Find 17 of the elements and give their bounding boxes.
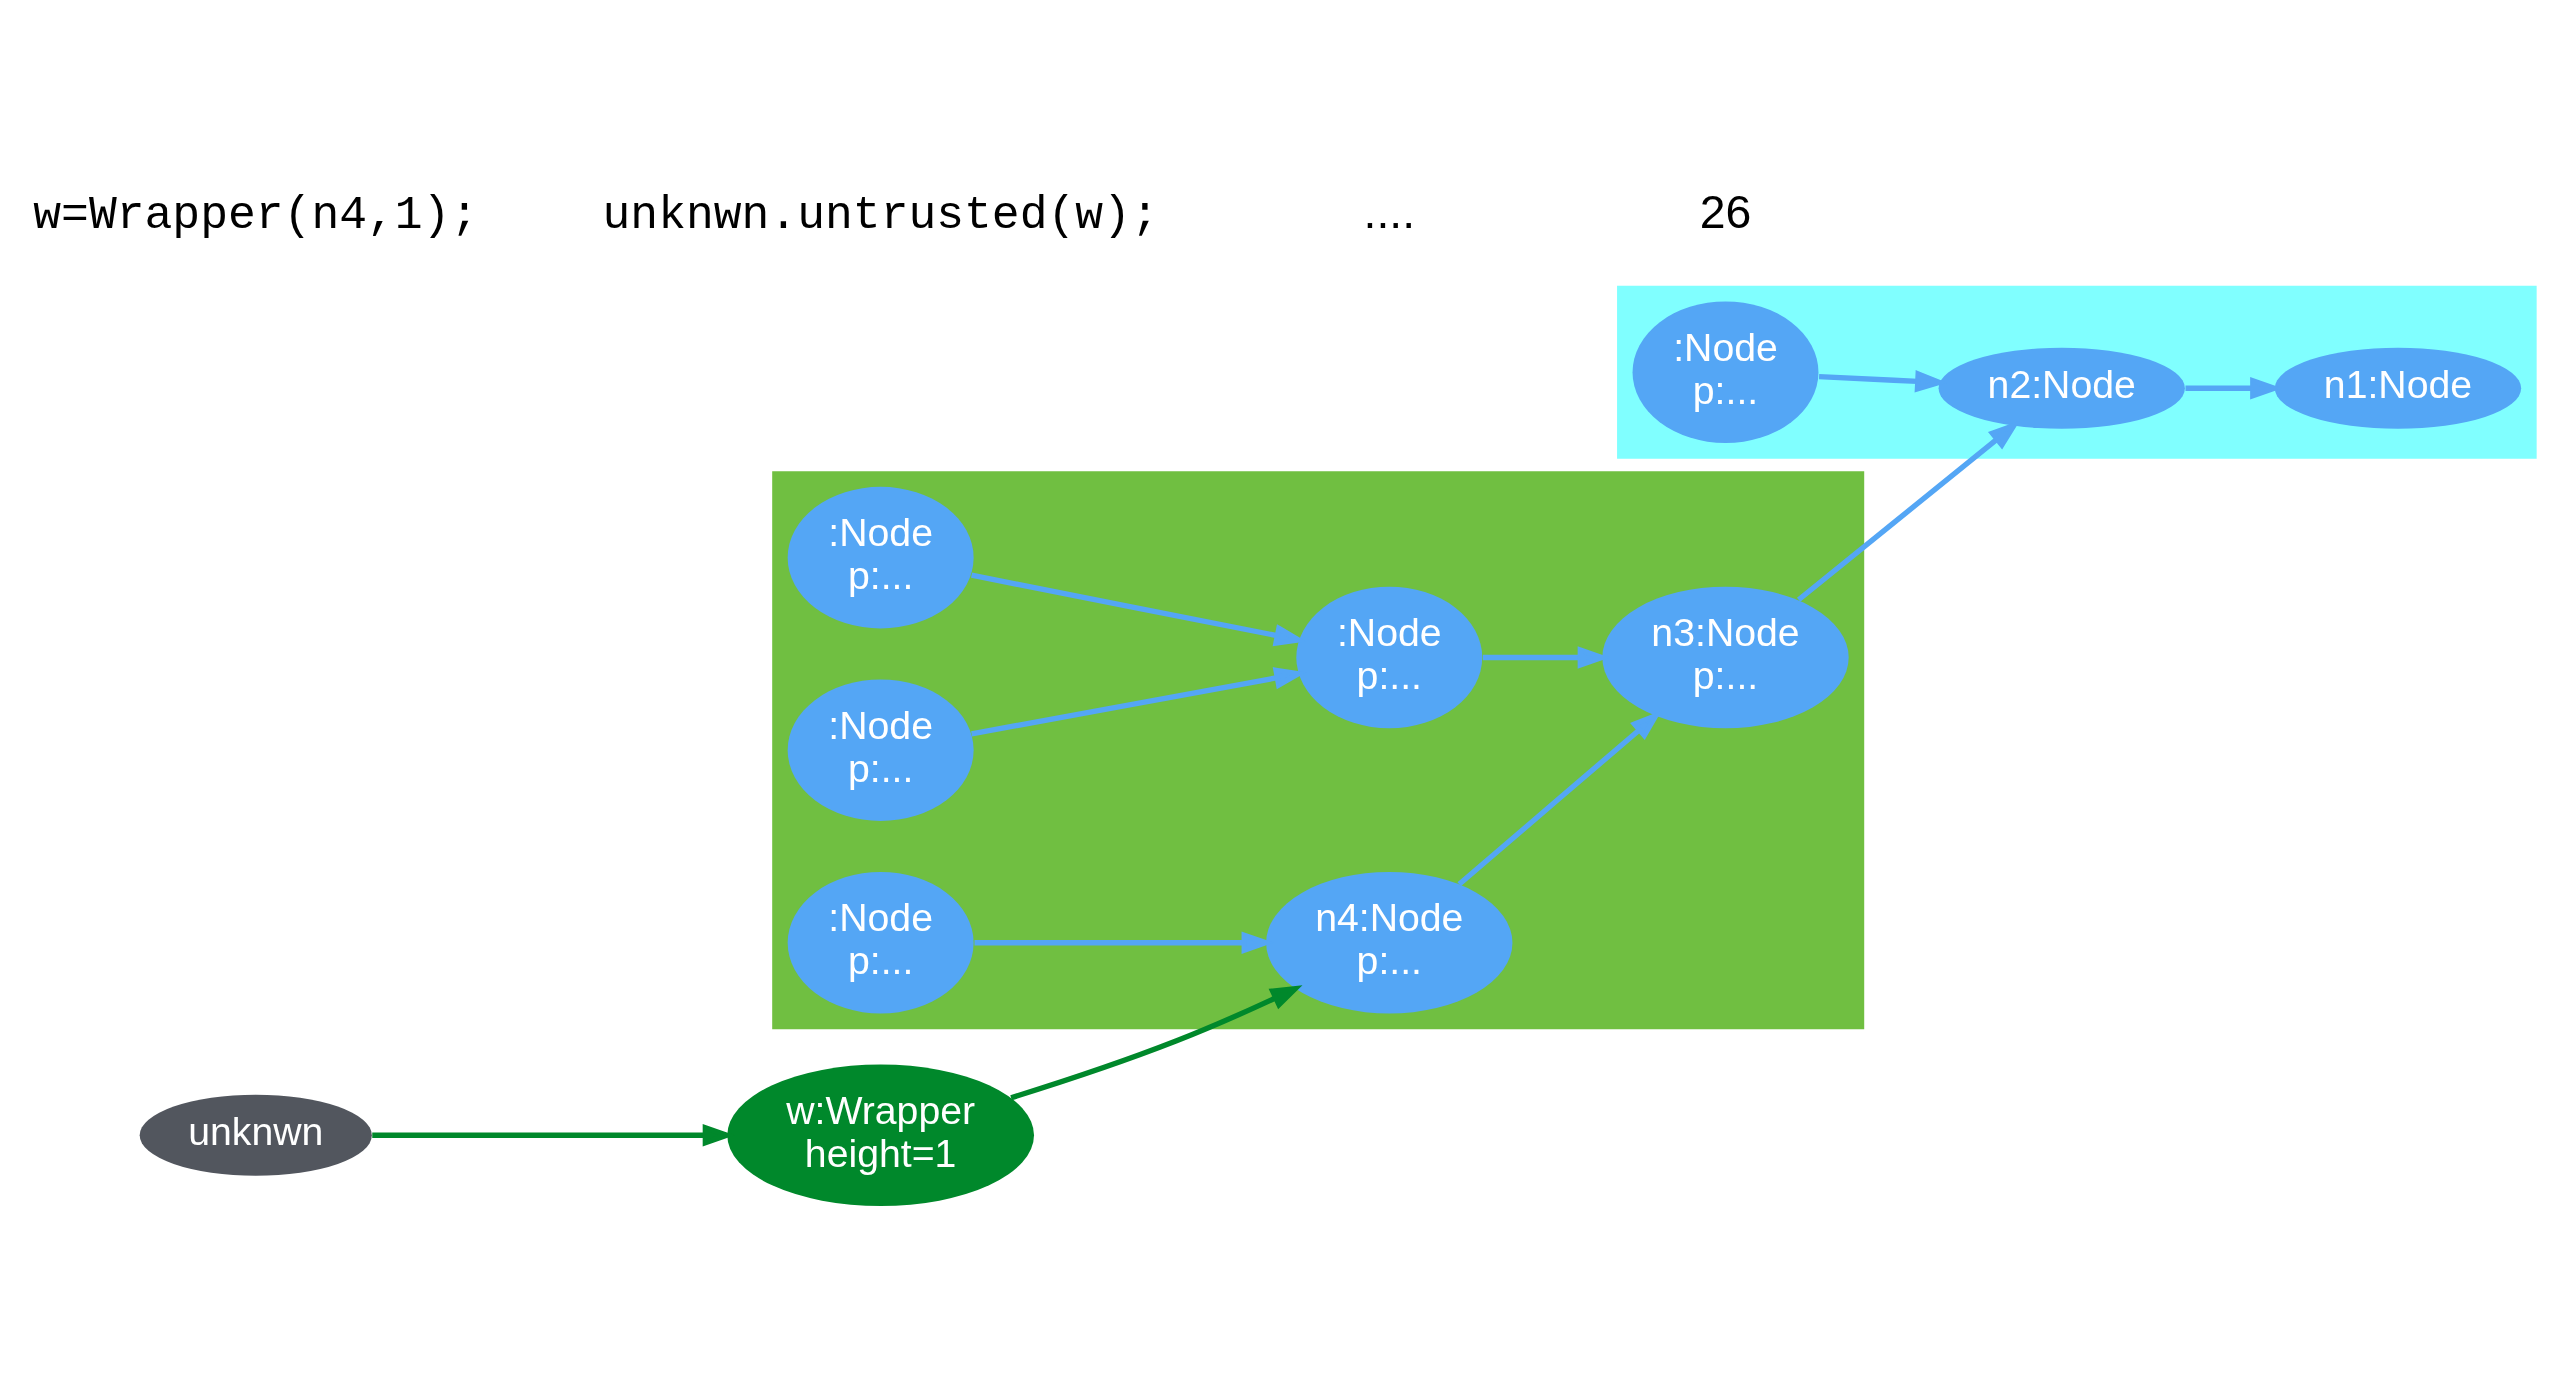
cluster xyxy=(1617,285,2537,459)
node-ellipse: :Node p:... xyxy=(1632,300,1819,443)
label: 26 xyxy=(1699,185,1752,238)
label: .... xyxy=(1363,185,1416,238)
label: w=Wrapper(n4,1); xyxy=(33,188,479,242)
node-ellipse: unknwn xyxy=(139,1094,372,1176)
node-ellipse: :Node p:... xyxy=(787,486,974,628)
node-ellipse: :Node p:... xyxy=(787,678,974,821)
cluster xyxy=(772,470,1865,1029)
node-ellipse: :Node p:... xyxy=(787,871,974,1013)
node-ellipse: n3:Node p:... xyxy=(1602,586,1849,728)
node-ellipse: n1:Node xyxy=(2274,347,2522,429)
node-ellipse: w:Wrapper height=1 xyxy=(727,1064,1034,1206)
label: unknwn.untrusted(w); xyxy=(602,188,1159,242)
arrow xyxy=(1010,984,1303,1100)
node-ellipse: n2:Node xyxy=(1938,347,2185,429)
node-ellipse: :Node p:... xyxy=(1296,586,1483,728)
